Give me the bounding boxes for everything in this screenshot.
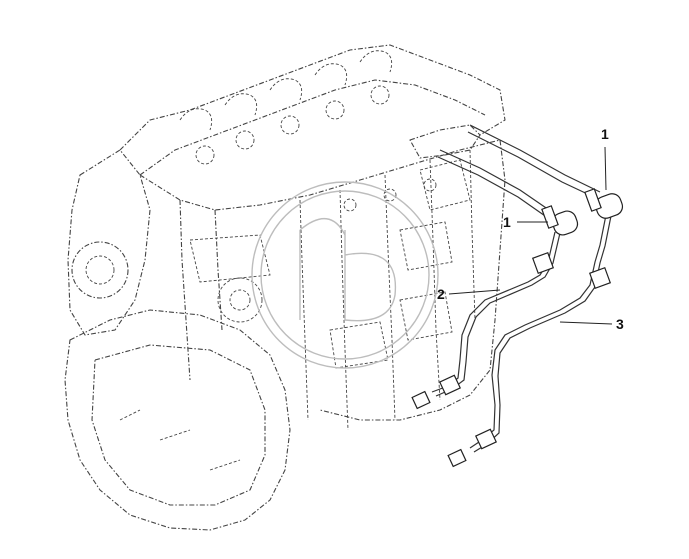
pipe-2 (411, 231, 561, 410)
engine-block (64, 44, 506, 531)
callout-1-top: 1 (601, 126, 609, 142)
banjo-fitting-top (584, 188, 624, 219)
callout-2: 2 (437, 286, 445, 302)
banjo-fitting-mid (541, 205, 579, 236)
pipe-3 (447, 214, 612, 468)
callout-1-mid: 1 (503, 214, 511, 230)
callout-3: 3 (616, 316, 624, 332)
leader-lines (448, 146, 613, 325)
return-pipe (437, 124, 601, 219)
watermark-logo (251, 181, 439, 369)
